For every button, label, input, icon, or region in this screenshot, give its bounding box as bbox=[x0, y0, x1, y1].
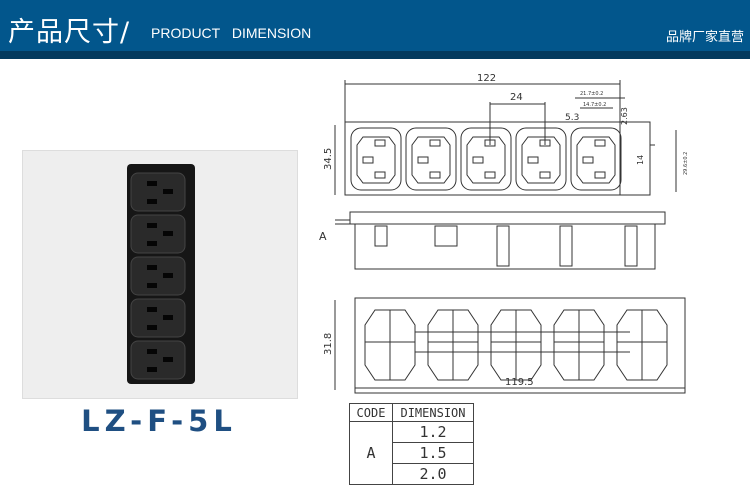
model-number: LZ-F-5L bbox=[81, 404, 237, 438]
title-en: PRODUCT DIMENSION bbox=[151, 25, 312, 41]
dim-panel-label: A bbox=[319, 230, 327, 243]
dim-height-outer: 29.6±0.2 bbox=[683, 152, 689, 175]
code-cell: A bbox=[349, 421, 393, 485]
dim-offset: 5.3 bbox=[565, 113, 579, 123]
dim-width-a: 21.7±0.2 bbox=[580, 91, 603, 97]
dim-cutout-height: 31.8 bbox=[323, 333, 334, 355]
dim-pin-gap: 14 bbox=[636, 155, 645, 165]
header-dimension: DIMENSION bbox=[392, 403, 474, 422]
dim-overall-length: 122 bbox=[477, 73, 496, 84]
dim-offset-b: 2.63 bbox=[620, 107, 629, 125]
dimension-value: 1.5 bbox=[392, 442, 474, 464]
dim-pitch: 24 bbox=[510, 92, 523, 103]
tagline: 品牌厂家直营 bbox=[665, 30, 744, 45]
dim-height: 34.5 bbox=[323, 148, 334, 170]
header-code: CODE bbox=[349, 403, 393, 422]
dimension-value: 1.2 bbox=[392, 421, 474, 443]
product-photo bbox=[22, 150, 298, 399]
title-cn: 产品尺寸/ bbox=[8, 17, 131, 48]
dim-width-b: 14.7±0.2 bbox=[583, 102, 606, 108]
power-strip-image bbox=[127, 164, 195, 384]
dimension-drawing: 122 24 21.7±0.2 14.7±0.2 5.3 2.63 14 29.… bbox=[319, 73, 689, 394]
header-stripe bbox=[0, 51, 750, 59]
dim-cutout-length: 119.5 bbox=[505, 377, 534, 388]
dimension-value: 2.0 bbox=[392, 463, 474, 485]
header-bar bbox=[0, 0, 750, 51]
